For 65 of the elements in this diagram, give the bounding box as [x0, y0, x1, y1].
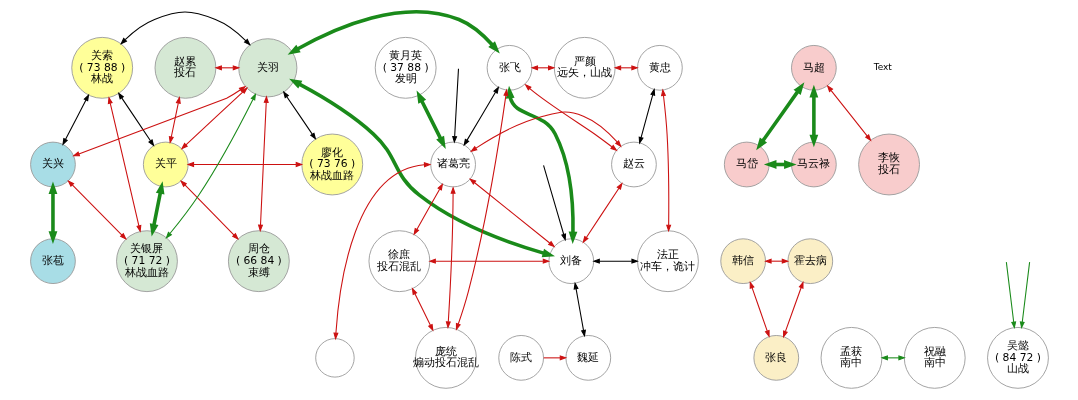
node-circle: 庞统 煽动投石混乱 — [414, 326, 477, 389]
node-circle: 霍去病 — [786, 238, 833, 284]
arrow — [660, 88, 671, 233]
arrow — [66, 179, 127, 241]
arrow — [523, 83, 618, 152]
arrow — [755, 82, 804, 151]
node-circle: 孟获 南中 — [820, 326, 882, 389]
arrow — [826, 84, 872, 142]
arrow — [411, 287, 433, 332]
node-circle: 吴懿 ( 84 72 ) 山战 — [986, 326, 1049, 389]
arrow — [164, 92, 256, 239]
node-circle: 马云禄 — [790, 141, 837, 188]
node-circle: 祝融 南中 — [903, 326, 966, 389]
node-circle: 张良 — [752, 335, 799, 381]
arrow — [782, 280, 804, 339]
arrow — [808, 84, 818, 148]
arrow — [638, 87, 655, 145]
node-circle: 陈式 — [497, 335, 544, 381]
node-circle: 马岱 — [723, 141, 770, 188]
arrow — [257, 95, 269, 233]
arrow — [749, 280, 770, 338]
arrow — [107, 96, 141, 233]
arrow — [180, 87, 248, 150]
node-circle: 法正 冲车，诡计 — [636, 230, 699, 293]
node-circle: 韩信 — [719, 238, 766, 284]
arrow — [505, 85, 577, 245]
arrow — [427, 258, 550, 264]
node-circle: 徐庶 投石混乱 — [368, 230, 430, 293]
arrow — [591, 258, 639, 264]
arrow — [117, 92, 154, 147]
node-circle — [314, 338, 355, 378]
arrow — [468, 178, 555, 248]
arrow — [455, 88, 508, 331]
arrow — [71, 85, 246, 157]
arrow — [445, 186, 456, 329]
node-circle: 张苞 — [29, 238, 76, 284]
node-circle: 严颜 远矢，山战 — [553, 36, 616, 99]
arrow — [119, 11, 251, 46]
arrow — [573, 281, 586, 338]
node-circle: 黄月英 ( 37 88 ) 发明 — [374, 36, 437, 99]
arrow — [179, 179, 239, 241]
arrow — [48, 181, 57, 244]
arrow — [288, 78, 555, 258]
arrow — [186, 161, 303, 168]
arrow — [416, 90, 446, 149]
node-circle: 魏延 — [564, 335, 611, 381]
arrow — [213, 65, 240, 71]
arrow — [542, 164, 566, 242]
label: Text — [873, 62, 892, 73]
arrow — [149, 181, 164, 237]
node-circle: 赵累 投石 — [154, 36, 216, 99]
arrow — [412, 182, 443, 236]
arrow — [581, 182, 623, 244]
arrow — [287, 9, 500, 55]
arrow — [282, 90, 316, 141]
arrow — [1005, 261, 1016, 330]
node-circle: 黄忠 — [636, 45, 683, 91]
arrow — [542, 355, 567, 361]
arrow — [168, 96, 181, 144]
arrow — [1019, 261, 1030, 330]
arrow — [61, 93, 89, 146]
arrow — [462, 86, 499, 147]
arrow — [469, 111, 622, 153]
arrow — [451, 68, 459, 144]
arrow — [879, 355, 906, 361]
